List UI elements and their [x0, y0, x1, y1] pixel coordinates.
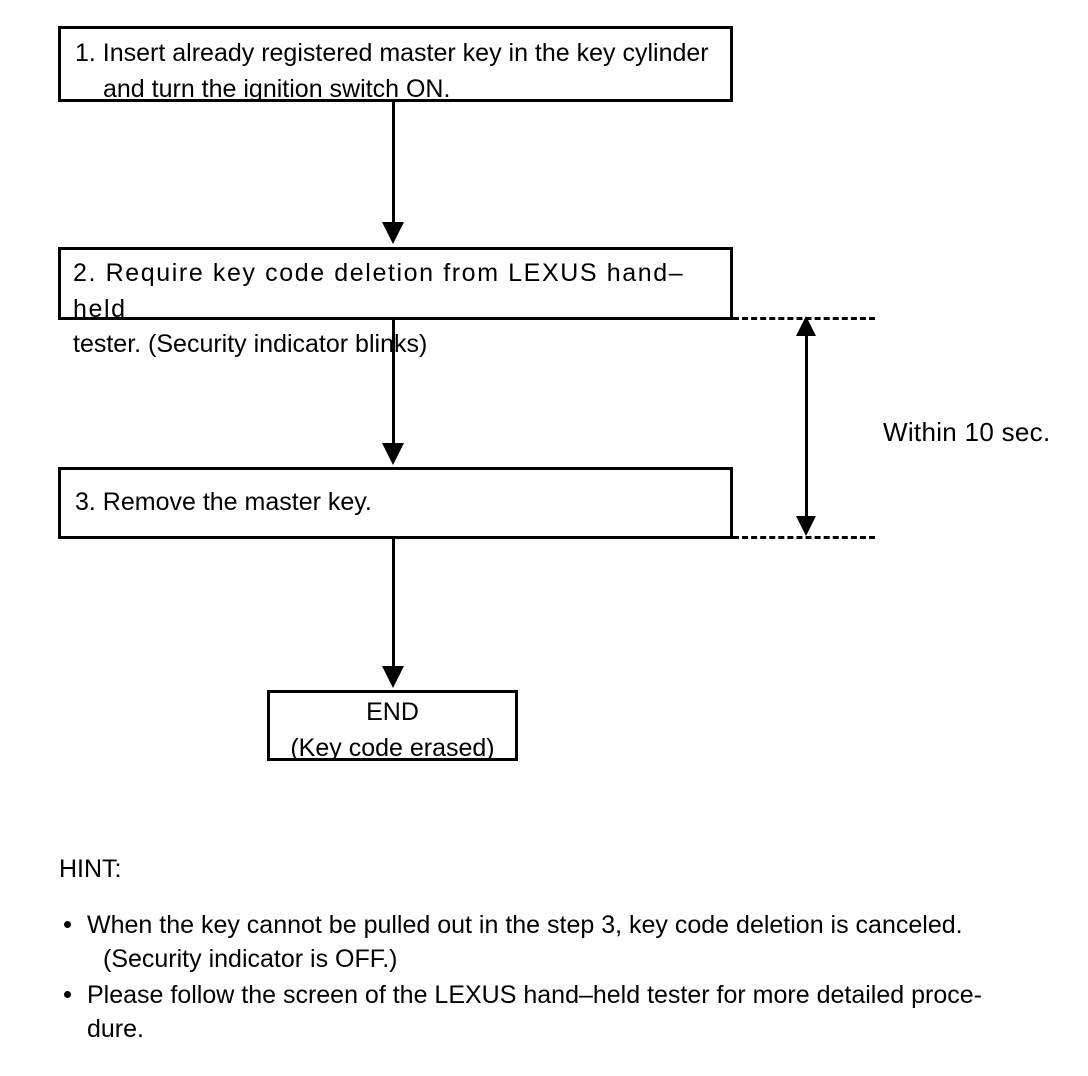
hint-item-2-line-2: dure. — [87, 1015, 144, 1043]
connector-step3-to-end-line — [392, 539, 395, 668]
hint-item-1-line-2: (Security indicator is OFF.) — [103, 945, 398, 973]
connector-step2-to-step3-arrowhead-icon — [382, 443, 404, 465]
flowchart-step-1: 1. Insert already registered master key … — [58, 26, 733, 103]
step-2-line-2: tester. (Security indicator blinks) — [73, 330, 428, 358]
hint-section: HINT: When the key cannot be pulled out … — [59, 852, 1069, 1048]
hint-item-1-line-1: When the key cannot be pulled out in the… — [87, 911, 963, 939]
hint-item: When the key cannot be pulled out in the… — [59, 908, 1069, 976]
hint-item-2-line-1: Please follow the screen of the LEXUS ha… — [87, 981, 982, 1009]
timing-label: Within 10 sec. — [883, 417, 1051, 447]
hint-title: HINT: — [59, 855, 122, 883]
bullet-icon — [64, 991, 71, 998]
end-node-line-1: END — [366, 698, 419, 726]
step-1-line-2: and turn the ignition switch ON. — [103, 74, 451, 103]
flowchart-end-node: END (Key code erased) — [267, 690, 518, 762]
hint-item: Please follow the screen of the LEXUS ha… — [59, 978, 1069, 1046]
flowchart-step-2: 2. Require key code deletion from LEXUS … — [58, 247, 733, 358]
bullet-icon — [64, 921, 71, 928]
connector-step1-to-step2-arrowhead-icon — [382, 222, 404, 244]
connector-step3-to-end-arrowhead-icon — [382, 666, 404, 688]
timing-arrowhead-down-icon — [796, 516, 816, 536]
step-2-line-1: 2. Require key code deletion from LEXUS … — [73, 259, 685, 323]
end-node-line-2: (Key code erased) — [290, 733, 495, 762]
connector-step1-to-step2-line — [392, 102, 395, 224]
step-1-line-1: 1. Insert already registered master key … — [75, 39, 709, 67]
timing-guide-line-bottom — [733, 536, 875, 539]
timing-span-line — [805, 322, 808, 532]
step-3-line-1: 3. Remove the master key. — [75, 488, 372, 517]
connector-step2-to-step3-line — [392, 320, 395, 445]
flowchart-step-3: 3. Remove the master key. — [58, 467, 733, 539]
